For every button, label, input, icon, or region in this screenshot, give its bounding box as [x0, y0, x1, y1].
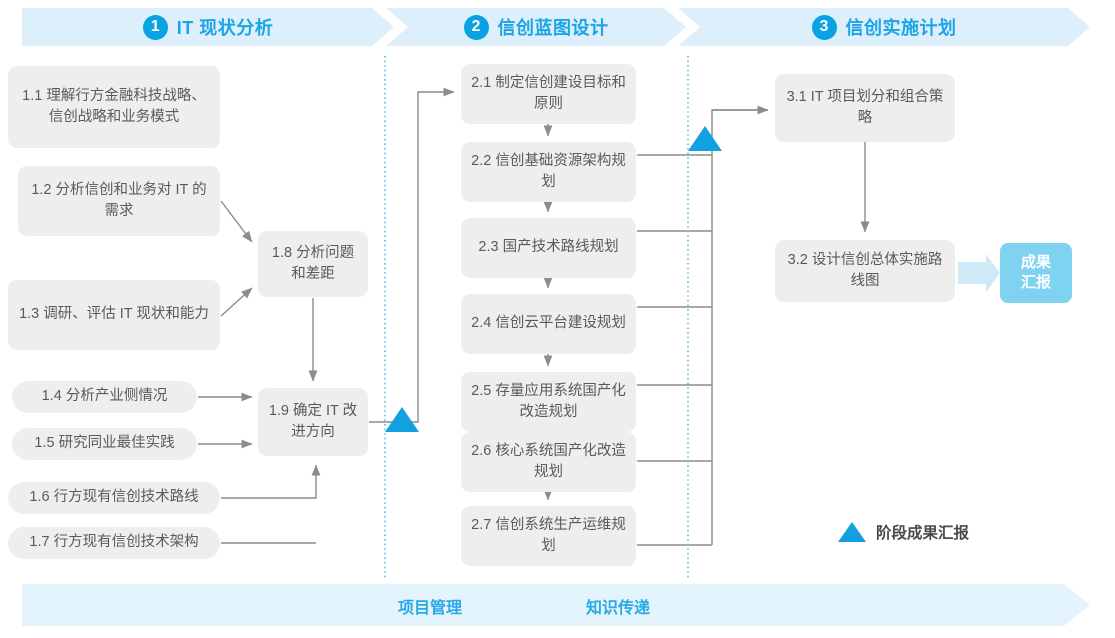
- milestone-triangle-phase2: [688, 126, 722, 151]
- task-box-3-2[interactable]: 3.2 设计信创总体实施路线图: [775, 240, 955, 302]
- phase-number-badge: 3: [811, 14, 837, 40]
- bottom-label-project-management: 项目管理: [398, 600, 463, 617]
- task-box-label: 2.1 制定信创建设目标和原则: [471, 74, 626, 112]
- phase-banner-1[interactable]: 1 IT 现状分析: [22, 8, 394, 46]
- task-box-label: 3.1 IT 项目划分和组合策略: [786, 88, 944, 126]
- result-badge[interactable]: 成果 汇报: [1000, 243, 1072, 303]
- task-box-label: 1.3 调研、评估 IT 现状和能力: [19, 306, 209, 323]
- task-box-label: 1.4 分析产业侧情况: [41, 388, 168, 405]
- task-box-1-3[interactable]: 1.3 调研、评估 IT 现状和能力: [8, 280, 220, 350]
- task-box-2-3[interactable]: 2.3 国产技术路线规划: [461, 218, 636, 278]
- task-box-2-4[interactable]: 2.4 信创云平台建设规划: [461, 294, 636, 354]
- phase-banner-3[interactable]: 3 信创实施计划: [678, 8, 1090, 46]
- legend: 阶段成果汇报: [838, 521, 969, 543]
- task-box-1-5[interactable]: 1.5 研究同业最佳实践: [12, 428, 197, 460]
- result-line-2: 汇报: [1020, 274, 1051, 291]
- link-1-2-to-1-8: [220, 200, 253, 243]
- result-arrow-icon: [958, 254, 1000, 292]
- task-box-3-1[interactable]: 3.1 IT 项目划分和组合策略: [775, 74, 955, 142]
- task-box-1-1[interactable]: 1.1 理解行方金融科技战略、信创战略和业务模式: [8, 66, 220, 148]
- bus-vertical-to-3-1: [711, 109, 768, 545]
- task-box-label: 2.6 核心系统国产化改造规划: [471, 442, 626, 480]
- phase-number-badge: 1: [142, 14, 168, 40]
- task-box-label: 2.4 信创云平台建设规划: [471, 315, 626, 332]
- phase-title: 信创实施计划: [845, 18, 957, 38]
- task-box-label: 1.8 分析问题和差距: [271, 244, 355, 282]
- legend-label: 阶段成果汇报: [876, 525, 970, 542]
- task-box-2-5[interactable]: 2.5 存量应用系统国产化改造规划: [461, 372, 636, 432]
- phase-banner-shape: [386, 8, 686, 46]
- task-box-1-2[interactable]: 1.2 分析信创和业务对 IT 的需求: [18, 166, 220, 236]
- milestone-triangle-phase1: [385, 407, 419, 432]
- task-box-label: 1.2 分析信创和业务对 IT 的需求: [31, 181, 207, 219]
- task-box-label: 1.6 行方现有信创技术路线: [29, 489, 199, 506]
- triangle-up-icon: [838, 522, 866, 542]
- task-box-label: 2.3 国产技术路线规划: [478, 239, 619, 256]
- task-box-2-7[interactable]: 2.7 信创系统生产运维规划: [461, 506, 636, 566]
- task-box-1-9[interactable]: 1.9 确定 IT 改进方向: [258, 388, 368, 456]
- task-box-1-7[interactable]: 1.7 行方现有信创技术架构: [8, 527, 220, 559]
- phase-title: IT 现状分析: [176, 18, 274, 38]
- task-box-2-1[interactable]: 2.1 制定信创建设目标和原则: [461, 64, 636, 124]
- task-box-label: 3.2 设计信创总体实施路线图: [787, 251, 943, 289]
- task-box-label: 2.7 信创系统生产运维规划: [471, 516, 626, 554]
- task-box-1-8[interactable]: 1.8 分析问题和差距: [258, 231, 368, 297]
- task-box-label: 1.9 确定 IT 改进方向: [268, 402, 358, 440]
- link-1-3-to-1-8: [220, 287, 253, 317]
- phase-title: 信创蓝图设计: [497, 18, 609, 38]
- bottom-band: [22, 584, 1090, 626]
- task-box-label: 1.7 行方现有信创技术架构: [29, 534, 199, 551]
- task-box-label: 1.1 理解行方金融科技战略、信创战略和业务模式: [22, 87, 206, 125]
- task-box-1-4[interactable]: 1.4 分析产业侧情况: [12, 381, 197, 413]
- task-box-2-6[interactable]: 2.6 核心系统国产化改造规划: [461, 432, 636, 492]
- result-line-1: 成果: [1020, 253, 1051, 271]
- phase-banner-2[interactable]: 2 信创蓝图设计: [386, 8, 686, 46]
- link-1-6-to-1-9: [221, 464, 321, 499]
- phase-banner-shape: [22, 8, 394, 46]
- link-1-9-to-2-1: [369, 87, 455, 423]
- task-box-label: 1.5 研究同业最佳实践: [34, 435, 175, 452]
- bottom-label-knowledge-transfer: 知识传递: [586, 600, 651, 617]
- task-box-2-2[interactable]: 2.2 信创基础资源架构规划: [461, 142, 636, 202]
- task-box-label: 2.2 信创基础资源架构规划: [471, 152, 626, 190]
- phase-banner-shape: [678, 8, 1090, 46]
- phase-number-badge: 2: [463, 14, 489, 40]
- task-box-label: 2.5 存量应用系统国产化改造规划: [471, 382, 626, 420]
- task-box-1-6[interactable]: 1.6 行方现有信创技术路线: [8, 482, 220, 514]
